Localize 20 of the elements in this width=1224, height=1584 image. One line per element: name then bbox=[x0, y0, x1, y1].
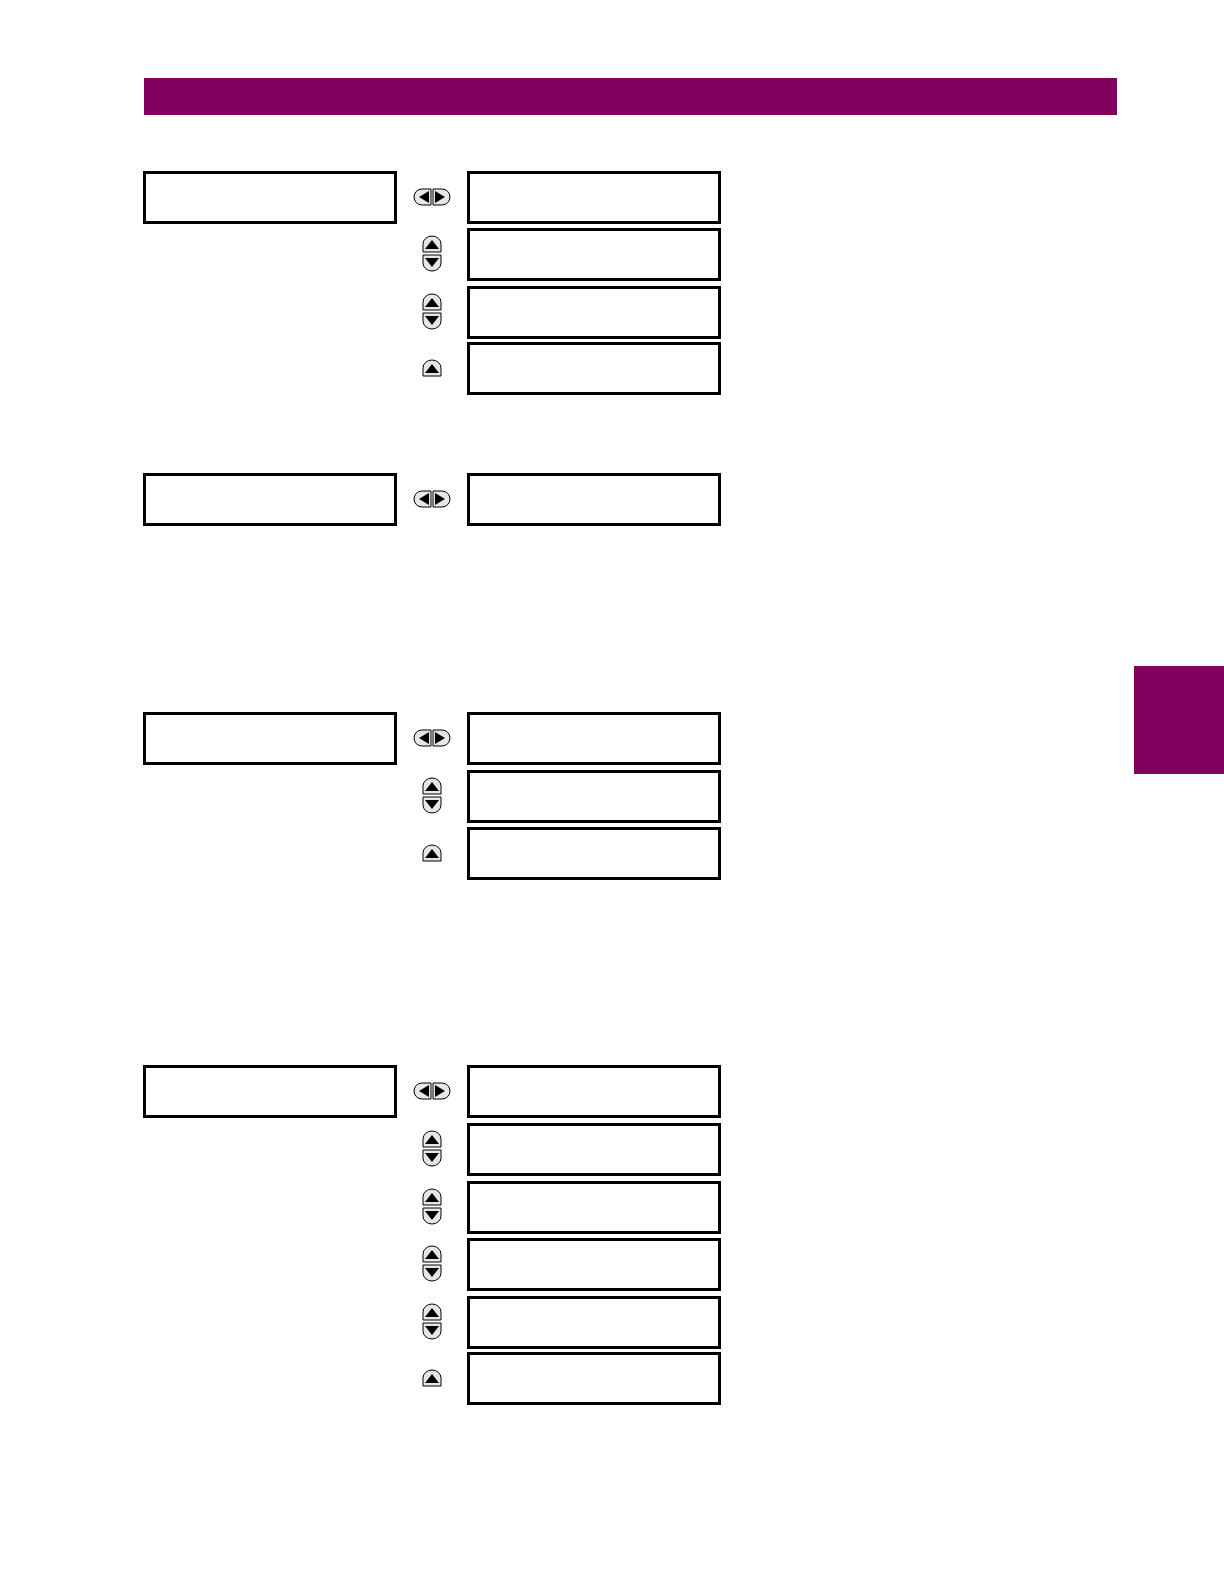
display-box bbox=[467, 1238, 721, 1291]
display-box bbox=[467, 1065, 721, 1118]
display-box bbox=[467, 286, 721, 339]
display-box bbox=[143, 1065, 397, 1118]
display-box bbox=[143, 712, 397, 765]
display-box bbox=[143, 473, 397, 526]
display-box bbox=[467, 712, 721, 765]
display-box bbox=[467, 473, 721, 526]
header-bar bbox=[144, 78, 1117, 115]
display-box bbox=[467, 1352, 721, 1405]
display-box bbox=[467, 1181, 721, 1234]
display-box bbox=[467, 827, 721, 880]
display-box bbox=[467, 1123, 721, 1176]
display-box bbox=[467, 342, 721, 395]
display-box bbox=[467, 171, 721, 224]
display-box bbox=[467, 770, 721, 823]
display-box bbox=[467, 1296, 721, 1349]
display-box bbox=[467, 228, 721, 281]
display-box bbox=[143, 171, 397, 224]
side-tab bbox=[1134, 666, 1224, 774]
